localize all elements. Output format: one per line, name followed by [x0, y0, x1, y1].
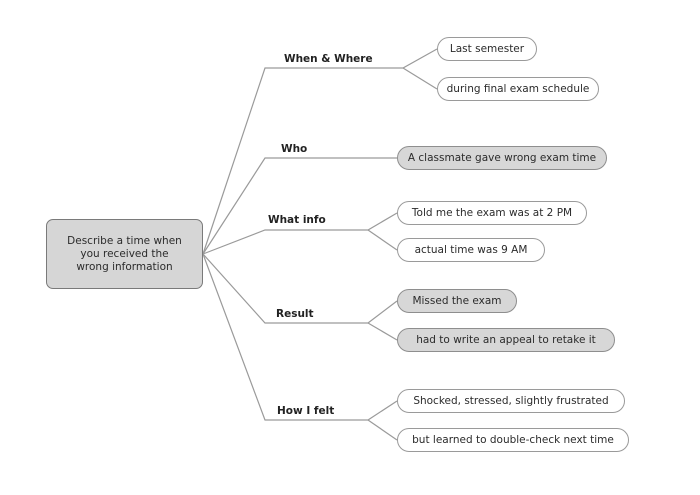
link-what-info-leaf2	[367, 229, 398, 251]
link-when-where-leaf2	[402, 67, 438, 90]
leaf-actual-9am[interactable]: actual time was 9 AM	[397, 238, 545, 262]
link-result-leaf2	[367, 322, 398, 341]
branch-who[interactable]: Who	[281, 143, 308, 155]
leaf-missed-exam[interactable]: Missed the exam	[397, 289, 517, 313]
branch-how-i-felt[interactable]: How I felt	[277, 405, 335, 417]
link-root-how-i-felt	[202, 253, 360, 421]
root-node-text: Describe a time when you received the wr…	[67, 234, 182, 273]
link-root-who	[202, 157, 360, 255]
leaf-final-exam-schedule[interactable]: during final exam schedule	[437, 77, 599, 101]
link-root-what-info	[202, 229, 360, 255]
leaf-double-check[interactable]: but learned to double-check next time	[397, 428, 629, 452]
link-how-i-felt-leaf1	[360, 400, 398, 421]
leaf-shocked-stressed[interactable]: Shocked, stressed, slightly frustrated	[397, 389, 625, 413]
branch-what-info[interactable]: What info	[268, 214, 326, 226]
leaf-last-semester[interactable]: Last semester	[437, 37, 537, 61]
leaf-write-appeal[interactable]: had to write an appeal to retake it	[397, 328, 615, 352]
leaf-classmate-wrong-time[interactable]: A classmate gave wrong exam time	[397, 146, 607, 170]
link-result-leaf1	[360, 300, 398, 324]
leaf-told-2pm[interactable]: Told me the exam was at 2 PM	[397, 201, 587, 225]
link-how-i-felt-leaf2	[367, 419, 398, 441]
branch-result[interactable]: Result	[276, 308, 314, 320]
branch-when-where[interactable]: When & Where	[284, 53, 373, 65]
link-root-result	[202, 253, 360, 324]
link-root-when-where	[202, 67, 360, 255]
root-node[interactable]: Describe a time when you received the wr…	[46, 219, 203, 289]
link-what-info-leaf1	[360, 212, 398, 231]
